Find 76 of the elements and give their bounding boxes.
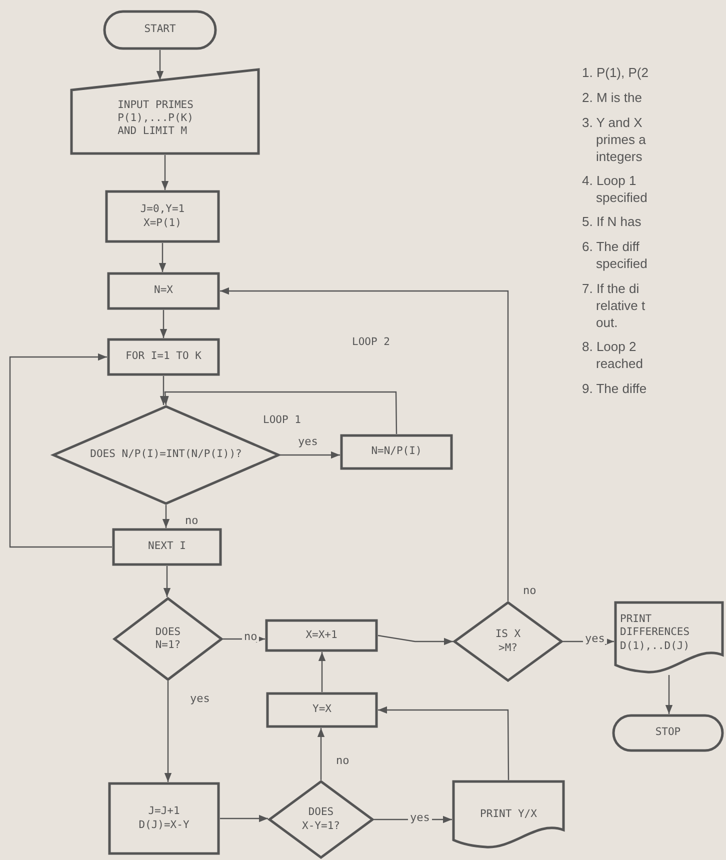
- process-box: [265, 619, 378, 652]
- loop-label: LOOP 1: [263, 413, 301, 428]
- step-text: PRINT DIFFERENCES D(1),..D(J): [619, 613, 690, 653]
- step-text: NEXT I: [148, 540, 186, 554]
- process-box: [266, 692, 378, 728]
- note-text: 6. The diff: [582, 240, 640, 253]
- process-box: [112, 528, 222, 566]
- note-text: 7. If the di: [582, 282, 640, 295]
- arrow: [378, 706, 510, 780]
- arrow: [156, 50, 164, 80]
- arrow: [280, 451, 340, 459]
- note-text: primes a: [596, 133, 646, 146]
- note-text: specified: [596, 257, 648, 270]
- edge-label: no: [183, 515, 200, 526]
- arrow: [318, 652, 326, 692]
- edge-label: no: [242, 631, 260, 642]
- note-text: reached: [596, 357, 643, 370]
- arrow: [374, 816, 452, 824]
- arrow: [161, 155, 169, 190]
- process-box: [340, 434, 453, 470]
- document-shape: [452, 780, 565, 850]
- note-text: 8. Loop 2: [582, 340, 636, 353]
- note-text: 1. P(1), P(2: [582, 66, 648, 79]
- step-text: START: [144, 23, 176, 37]
- arrow: [317, 728, 325, 780]
- arrow: [164, 681, 172, 782]
- edge-label: yes: [408, 812, 432, 823]
- step-text: FOR I=1 TO K: [126, 350, 202, 364]
- note-text: 3. Y and X: [582, 116, 642, 129]
- arrow: [220, 287, 509, 601]
- arrow: [163, 566, 171, 597]
- decision-diamond: [113, 597, 223, 681]
- edge-label: no: [334, 755, 352, 766]
- step-text: INPUT PRIMES P(1),...P(K) AND LIMIT M: [118, 98, 194, 138]
- step-text: DOES N=1?: [154, 626, 182, 652]
- arrow: [378, 634, 453, 646]
- manual-input-shape: [70, 68, 260, 155]
- document-shape: [614, 601, 724, 675]
- arrow: [220, 814, 268, 822]
- note-text: 2. M is the: [582, 91, 642, 104]
- note-text: 4. Loop 1: [582, 174, 636, 187]
- step-text: DOES X-Y=1?: [302, 806, 340, 833]
- step-text: X=X+1: [306, 628, 338, 642]
- step-text: N=X: [154, 284, 173, 298]
- process-box: [107, 272, 220, 310]
- arrow: [162, 505, 170, 528]
- arrow: [162, 391, 398, 434]
- edge-label: yes: [188, 693, 212, 704]
- arrow: [160, 376, 168, 405]
- arrow: [158, 243, 166, 272]
- note-text: integers: [596, 150, 642, 163]
- step-text: J=0,Y=1 X=P(1): [139, 203, 186, 230]
- step-text: STOP: [655, 726, 681, 740]
- process-box: [107, 338, 220, 376]
- step-text: IS X >M?: [494, 628, 522, 655]
- edge-label: no: [521, 585, 538, 596]
- step-text: Y=X: [312, 703, 332, 717]
- process-box: [105, 190, 220, 243]
- note-text: specified: [596, 191, 648, 204]
- edge-label: yes: [583, 633, 607, 644]
- step-text: J=J+1 D(J)=X-Y: [138, 805, 190, 832]
- step-text: PRINT Y/X: [480, 808, 537, 822]
- step-text: DOES N/P(I)=INT(N/P(I))?: [90, 448, 242, 462]
- note-text: 9. The diffe: [582, 382, 647, 395]
- arrow: [9, 353, 112, 548]
- loop-label: LOOP 2: [352, 335, 390, 350]
- process-box: [108, 782, 220, 855]
- edge-label: yes: [296, 436, 320, 447]
- decision-diamond: [453, 601, 563, 682]
- note-text: relative t: [596, 299, 646, 312]
- decision-diamond: [268, 780, 374, 859]
- arrow: [665, 675, 673, 714]
- step-text: N=N/P(I): [371, 445, 422, 459]
- note-text: 5. If N has: [582, 215, 642, 228]
- arrow: [160, 310, 168, 338]
- note-text: out.: [596, 316, 618, 329]
